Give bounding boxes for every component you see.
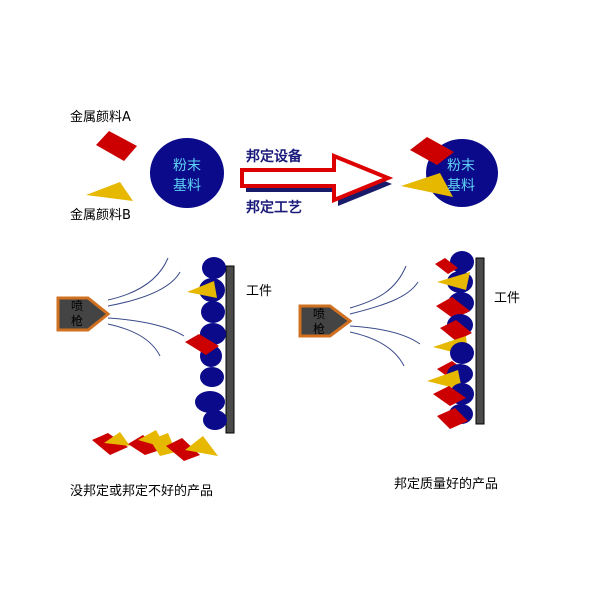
powder-label-line1: 粉末 [173, 158, 201, 174]
result-label-line2: 基料 [447, 177, 475, 194]
right-bonded-particles [427, 251, 474, 429]
metal-a-label: 金属颜料A [70, 109, 131, 125]
right-gun-label-line2: 枪 [313, 321, 325, 336]
right-workpiece-label: 工件 [494, 291, 520, 306]
right-spray-gun-icon: 喷 枪 [298, 304, 353, 338]
process-arrow-icon [240, 153, 394, 206]
powder-label-line2: 基料 [173, 177, 201, 194]
left-gun-label-line2: 枪 [71, 313, 83, 328]
left-loose-flake-icon [185, 334, 219, 355]
left-spray-gun-icon: 喷 枪 [56, 296, 111, 332]
left-panel: 喷 枪 工件 [56, 257, 272, 499]
top-row: 金属颜料A 金属颜料B 粉末 基料 邦定设备 邦定工艺 粉末 基料 [70, 109, 498, 223]
left-caption: 没邦定或邦定不好的产品 [70, 483, 213, 499]
metal-a-flake-icon [96, 131, 137, 161]
metal-b-label: 金属颜料B [70, 207, 131, 223]
right-caption: 邦定质量好的产品 [394, 476, 498, 492]
powder-base-circle [150, 138, 224, 208]
left-workpiece [225, 265, 235, 434]
arrow-label-top: 邦定设备 [246, 148, 303, 165]
arrow-label-bottom: 邦定工艺 [246, 199, 302, 216]
right-spray-lines [349, 265, 421, 367]
fallen-pigments [92, 430, 218, 461]
right-panel: 喷 枪 工件 [298, 251, 520, 492]
right-workpiece [475, 257, 485, 425]
left-gun-label-line1: 喷 [71, 299, 83, 313]
left-loose-triangle-icon [187, 281, 217, 298]
result-label-line1: 粉末 [447, 158, 475, 174]
bonded-flake-icon [410, 137, 454, 165]
bonded-triangle-icon [401, 173, 453, 197]
right-gun-label-line1: 喷 [313, 307, 325, 321]
left-spray-lines [107, 257, 185, 357]
metal-b-triangle-icon [86, 182, 133, 201]
left-workpiece-label: 工件 [246, 284, 272, 299]
